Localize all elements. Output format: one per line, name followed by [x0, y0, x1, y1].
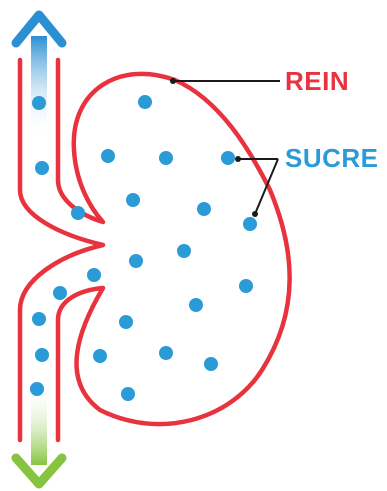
kidney-outline: [20, 60, 290, 440]
sugar-dot: [35, 161, 49, 175]
sugar-dot: [93, 349, 107, 363]
sugar-dots: [30, 95, 257, 401]
sugar-dot: [32, 96, 46, 110]
sugar-dot: [197, 202, 211, 216]
sugar-dot: [204, 357, 218, 371]
arrow-up-icon: [16, 15, 62, 136]
sugar-dot: [32, 312, 46, 326]
sugar-dot: [159, 346, 173, 360]
sugar-leader-endpoint-2: [252, 211, 258, 217]
sugar-dot: [221, 151, 235, 165]
leader-lines: [170, 78, 280, 217]
sugar-dot: [87, 268, 101, 282]
sugar-dot: [119, 315, 133, 329]
sugar-dot: [53, 286, 67, 300]
sugar-dot: [243, 217, 257, 231]
sugar-label: SUCRE: [285, 143, 379, 173]
sugar-dot: [126, 193, 140, 207]
kidney-label: REIN: [285, 66, 349, 96]
arrow-down-icon: [16, 385, 62, 484]
sugar-dot: [35, 348, 49, 362]
sugar-dot: [177, 244, 191, 258]
sugar-leader-endpoint-1: [235, 156, 241, 162]
sugar-dot: [239, 279, 253, 293]
sugar-dot: [30, 382, 44, 396]
sugar-dot: [71, 206, 85, 220]
sugar-dot: [189, 298, 203, 312]
sugar-dot: [121, 387, 135, 401]
sugar-dot: [129, 254, 143, 268]
sugar-dot: [159, 151, 173, 165]
sugar-dot: [138, 95, 152, 109]
sugar-dot: [101, 149, 115, 163]
kidney-leader-endpoint: [170, 78, 176, 84]
